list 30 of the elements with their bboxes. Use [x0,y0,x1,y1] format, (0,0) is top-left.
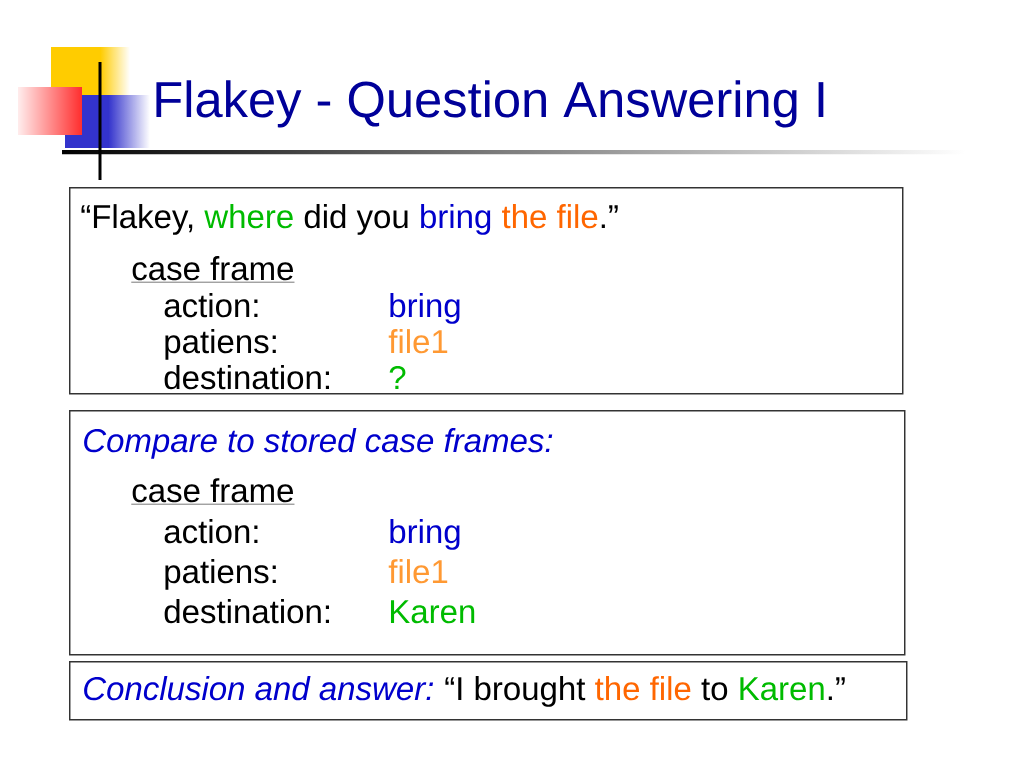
node-label: did you [304,204,408,235]
field-value: file1 [388,329,448,354]
node-label: .” [601,205,618,228]
field-label: destination: [164,599,329,624]
field-label: patiens: [165,559,276,590]
slide-title: Flakey - Question Answering I [156,80,824,128]
field-label: action: [164,293,258,318]
conclusion-heading: Conclusion and answer: [84,676,434,701]
frame-heading: case frame [131,256,295,283]
field-value: bring [390,519,460,550]
node-label: the file [502,204,598,229]
compare-heading: Compare to stored case frames: [84,428,553,459]
field-value: ? [389,365,406,389]
frame-heading: case frame [131,478,295,505]
field-label: action: [164,519,258,544]
node-label: the file [595,676,691,701]
field-value: file1 [388,559,448,584]
answer-quote: “I brought the file to Karen.” [445,676,845,707]
field-value: Karen [390,600,475,624]
node-label: “Flakey, [81,204,193,235]
node-label: .” [828,677,845,701]
field-label: patiens: [165,329,276,360]
field-label: destination: [164,365,329,390]
field-value: bring [390,293,460,324]
node-label: bring [421,204,491,235]
node-label: to [701,678,728,701]
node-label: Karen [740,677,824,701]
node-label: where [204,204,293,229]
node-label: “I brought [445,676,586,707]
question-text: “Flakey, where did you bring the file.” [81,204,618,235]
